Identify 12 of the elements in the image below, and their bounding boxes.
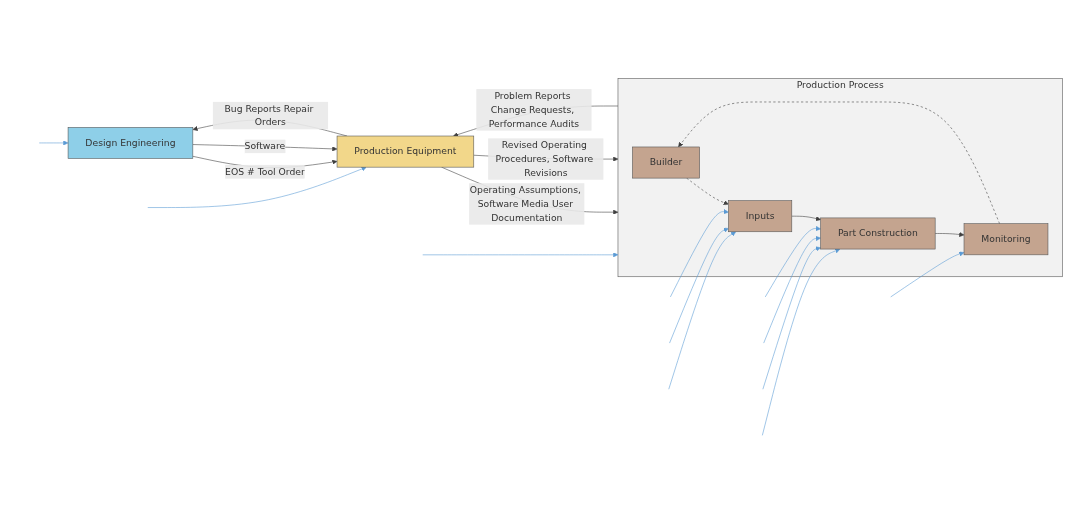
- edge-label: Bug Reports Repair Orders: [224, 102, 314, 128]
- edge-label: Problem Reports Change Requests, Performance Audits: [488, 90, 580, 129]
- node-box: Inputs: [728, 200, 793, 233]
- node-box: Monitoring: [963, 223, 1049, 256]
- edge-label: Operating Assumptions, Software Media User Documentation: [469, 184, 581, 223]
- node-box: Design Engineering: [67, 127, 194, 159]
- node-box: Production Equipment: [336, 135, 475, 168]
- node-box: Builder: [632, 146, 700, 179]
- edge-label: Software: [244, 140, 286, 152]
- edge-label: EOS # Tool Order: [225, 166, 305, 177]
- edge-label: Revised Operating Procedures, Software Revisions: [495, 139, 594, 179]
- node-box: Part Construction: [820, 217, 936, 250]
